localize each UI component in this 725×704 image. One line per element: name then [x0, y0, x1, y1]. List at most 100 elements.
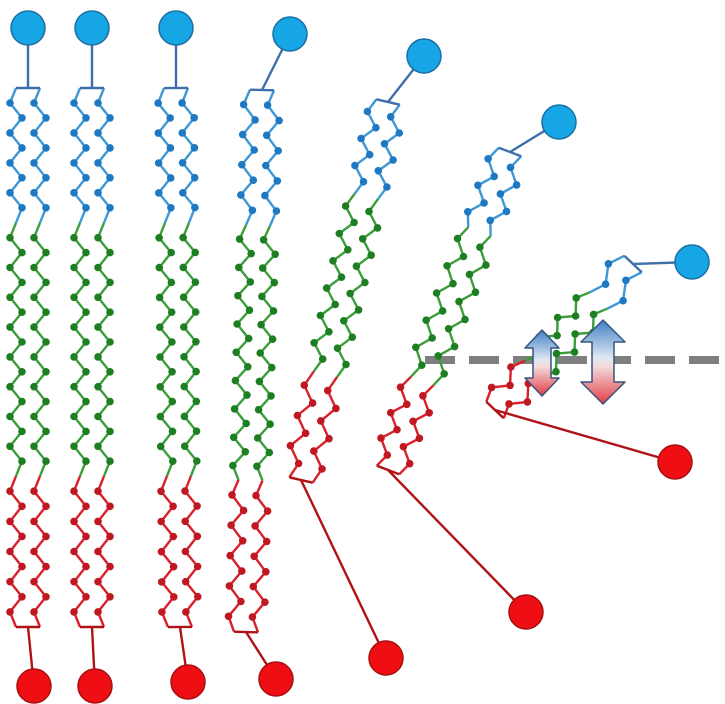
lipid-4-tail0-blue [374, 103, 404, 200]
lipid-3-tail1-green-bead [230, 405, 239, 413]
lipid-5-tail1-red-bead [383, 451, 392, 459]
lipid-6-tail1-green-bead [553, 331, 561, 340]
lipid-0-tail1-blue-bead [6, 99, 14, 107]
lipid-0-tail0-red-bead [30, 608, 38, 616]
lipid-0-tail1-green-bead [6, 323, 14, 331]
lipid-0-tail0-blue-bead [42, 174, 50, 182]
lipid-0-tail0-green-bead [42, 427, 50, 436]
lipid-4-tail1-green-bead [322, 284, 331, 292]
lipid-2-tail1-green-bonds [157, 222, 175, 477]
lipid-4-tail0-blue-bead [380, 140, 389, 148]
lipid-3-tail0-red-bead [252, 491, 260, 500]
lipid-4-bottom-head [289, 476, 404, 676]
lipid-3-tail0-green-bead [268, 363, 276, 372]
bottom-joint [233, 630, 259, 634]
lipid-3-tail1-blue-bead [238, 130, 247, 139]
lipid-3-tail0-red-bead [262, 537, 271, 546]
lipid-1-tail1-green-bead [82, 338, 90, 346]
lipid-1-tail0-blue-bead [106, 114, 114, 122]
lipid-0-tail0-green-bead [30, 382, 38, 391]
lipid-0-tail1-red-bead [18, 562, 26, 571]
lipid-3-tail1-red-bead [237, 597, 245, 606]
lipid-2-tail1-green-bead [156, 353, 164, 361]
lipid-3-tail1-green-bead [234, 291, 242, 300]
lipid-0-tail0-red-bead [42, 502, 50, 511]
lipid-3-tail0-red-bead [249, 582, 258, 591]
lipid-3-tail0-green-bead [266, 420, 274, 429]
lipid-2-tail0-red-bead [182, 608, 190, 616]
lipid-6-tail0-blue-bead [619, 296, 627, 305]
lipid-4-tail1-blue-bead [372, 123, 380, 132]
lipid-4-tail0-red-bead [325, 434, 333, 443]
lipid-4-tail1-green-bead [331, 300, 340, 309]
lipid-5-tail1-green-bead [432, 289, 441, 297]
lipid-3-tail1-blue-bead [251, 116, 259, 124]
lipid-2-tail0-red-bead [193, 502, 201, 510]
lipid-2-tail1-red-bead [169, 562, 178, 571]
lipid-6-tail1-blue-bonds [589, 254, 625, 294]
lipid-3-tail1-blue [237, 89, 259, 226]
lipid-3-tail0-red-bead [263, 507, 272, 515]
bottom-connector [387, 469, 527, 613]
lipid-0-tail0-green-bead [30, 293, 38, 302]
lipid-0-tail1-green-bead [18, 397, 26, 406]
lipid-1-tail1-green-bonds [72, 222, 88, 477]
lipid-0-tail0-blue-bead [42, 204, 50, 212]
bottom-head-circle [508, 594, 544, 630]
lipid-5-tail1-green-bead [443, 262, 451, 270]
lipid-4-tail0-blue-bead [383, 183, 391, 191]
lipid-5-tail1-green-bead [428, 334, 437, 342]
lipid-0-tail1-green-bead [18, 427, 26, 436]
lipid-1-tail0-green-bead [94, 353, 102, 361]
lipid-4-tail0-green-bead [358, 235, 367, 243]
lipid-1-tail0-green-bonds [96, 222, 112, 477]
lipid-2-tail1-green-bead [168, 368, 176, 376]
lipid-2-tail0-green-bead [179, 233, 187, 242]
lipid-2-tail1-red [157, 475, 178, 628]
lipid-0-tail1-red-bead [6, 608, 14, 616]
lipid-1-tail0-green-bead [94, 293, 102, 302]
lipid-1-tail1-blue-bead [70, 99, 78, 107]
lipid-1-tail1-red-bead [82, 562, 90, 571]
lipid-0-tail0-green-bead [30, 412, 38, 421]
lipid-0-tail0-green-bead [42, 338, 50, 346]
lipid-1-tail0-red-bead [106, 502, 114, 511]
lipid-2-tail0-green-bead [191, 248, 199, 257]
lipid-0-tail0-red [30, 475, 50, 628]
lipid-4-tail1-green [310, 193, 358, 373]
lipid-2-tail0-green-bead [180, 323, 188, 331]
lipid-1-tail1-green-bead [82, 308, 90, 317]
lipid-1-tail0-red-bead [106, 593, 114, 601]
lipid-2-tail1-red-bead [157, 487, 165, 496]
lipid-1-tail0-blue-bonds [96, 87, 112, 224]
lipid-1-tail1-green-bead [82, 457, 90, 466]
lipid-5-tail0-red-bead [415, 434, 424, 443]
lipid-5-tail1-red-bead [393, 425, 401, 434]
lipid-2-tail1-green-bead [167, 278, 176, 287]
lipid-4-tail1-green-bead [337, 273, 346, 282]
lipid-4-tail0-green-bead [352, 262, 361, 271]
lipid-1-tail1-green-bead [82, 397, 90, 406]
lipid-2-tail0-red-bead [193, 562, 202, 571]
lipid-2-tail0-red-bead [193, 532, 202, 541]
lipid-2-tail1-red-bead [170, 593, 178, 601]
lipid-3-tail0-blue-bead [262, 131, 271, 140]
lipid-3-tail1-green-bead [241, 448, 250, 456]
lipid-1-tail1-green-bead [70, 233, 78, 242]
lipid-4-tail1-blue-bead [359, 177, 368, 186]
lipid-3-tail1-green-bead [231, 376, 240, 385]
lipid-0-tail1-green-bead [18, 368, 26, 376]
lipid-3-tail0-blue-bead [263, 101, 272, 109]
lipid-2-tail1-green-bead [169, 457, 177, 466]
lipid-5-tail0-green [432, 234, 492, 387]
lipid-0-tail0-red-bead [42, 562, 50, 571]
lipid-3-tail1-blue-bead [250, 146, 258, 154]
lipid-0-tail0-green [30, 222, 50, 477]
lipid-4-tail0-red-bead [318, 465, 326, 473]
lipid-4-tail1-red-bead [294, 459, 303, 468]
lipid-0-tail0-blue-bead [42, 114, 50, 122]
lipid-6-tail0-blue-bead [622, 276, 630, 285]
lipid-5-tail1-blue-bead [484, 155, 492, 163]
lipid-3-tail0-red-bead [262, 568, 270, 576]
lipid-1-tail1-blue-bead [82, 174, 90, 182]
